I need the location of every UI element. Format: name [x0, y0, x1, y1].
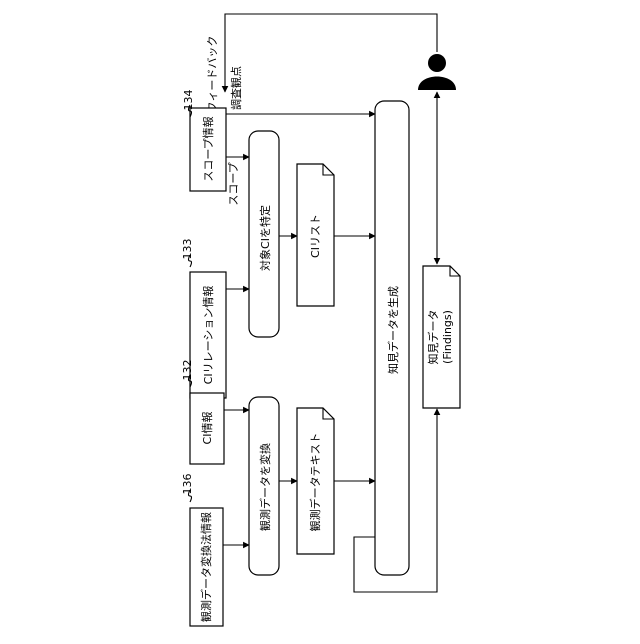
ref-136: 136 [181, 474, 194, 503]
convert-obs-process: 観測データを変換 [249, 397, 279, 575]
generate-findings-label: 知見データを生成 [386, 286, 400, 374]
obs-text-label: 観測データテキスト [308, 433, 322, 532]
ci-info-box: CI情報 [190, 393, 224, 464]
identify-ci-label: 対象CIを特定 [258, 205, 272, 271]
ref-133: 133 [181, 239, 194, 268]
ref-136-label: 136 [181, 474, 194, 495]
ref-133-label: 133 [181, 239, 194, 260]
scope-label: スコープ [227, 162, 240, 205]
scope-info-label: スコープ情報 [202, 116, 215, 181]
obs-conv-info-label: 観測データ変換法情報 [199, 512, 213, 622]
feedback-arrow [225, 14, 437, 92]
obs-conv-info-box: 観測データ変換法情報 [190, 508, 223, 626]
user-icon [418, 54, 456, 90]
viewpoint-label: 調査観点 [229, 66, 243, 110]
findings-document: 知見データ (Findings) [423, 266, 460, 408]
obs-text-document: 観測データテキスト [297, 408, 334, 554]
ci-list-document: CIリスト [297, 164, 334, 306]
identify-ci-process: 対象CIを特定 [249, 131, 279, 337]
ref-134-label: 134 [182, 90, 195, 111]
ci-relation-info-label: CIリレーション情報 [202, 286, 215, 385]
ci-list-label: CIリスト [309, 214, 322, 258]
scope-info-box: スコープ情報 [190, 108, 226, 191]
feedback-label: フィードバック [206, 36, 219, 113]
ci-relation-info-box: CIリレーション情報 [190, 272, 226, 398]
ref-132-label: 132 [181, 360, 194, 381]
ci-info-label: CI情報 [201, 412, 214, 445]
convert-obs-label: 観測データを変換 [258, 443, 272, 531]
findings-label-line1: 知見データ [426, 310, 440, 365]
generate-findings-process: 知見データを生成 [375, 101, 409, 575]
findings-label-line2: (Findings) [441, 310, 454, 364]
